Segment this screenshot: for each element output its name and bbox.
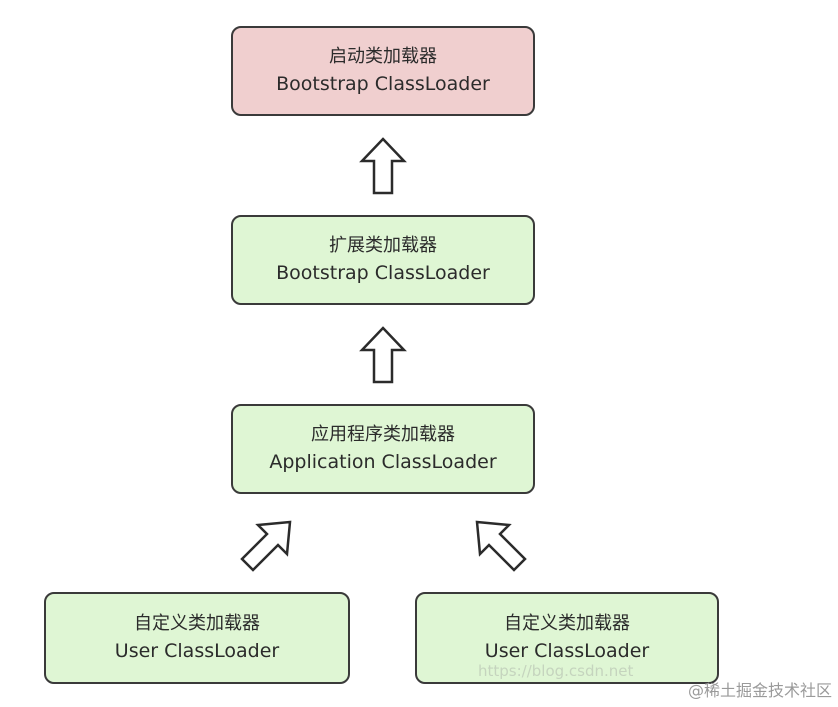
watermark-url: https://blog.csdn.net bbox=[478, 662, 634, 680]
node-title-en: Bootstrap ClassLoader bbox=[276, 73, 490, 95]
arrow-up-icon bbox=[359, 326, 407, 384]
user-classloader-node: 自定义类加载器 User ClassLoader bbox=[44, 592, 350, 684]
watermark-brand: @稀土掘金技术社区 bbox=[687, 681, 832, 700]
node-title-zh: 应用程序类加载器 bbox=[311, 424, 455, 445]
user-classloader-node: 自定义类加载器 User ClassLoader bbox=[415, 592, 719, 684]
node-title-en: Bootstrap ClassLoader bbox=[276, 262, 490, 284]
node-title-en: Application ClassLoader bbox=[269, 451, 497, 473]
node-title-zh: 扩展类加载器 bbox=[329, 235, 437, 256]
node-title-en: User ClassLoader bbox=[114, 640, 280, 662]
node-title-zh: 自定义类加载器 bbox=[134, 613, 260, 634]
bootstrap-classloader-node: 启动类加载器 Bootstrap ClassLoader bbox=[231, 26, 535, 116]
application-classloader-node: 应用程序类加载器 Application ClassLoader bbox=[231, 404, 535, 494]
node-title-en: User ClassLoader bbox=[484, 640, 650, 662]
node-title-zh: 自定义类加载器 bbox=[504, 613, 630, 634]
node-title-zh: 启动类加载器 bbox=[329, 46, 437, 67]
arrow-up-left-icon bbox=[475, 520, 527, 572]
arrow-up-icon bbox=[359, 137, 407, 195]
extension-classloader-node: 扩展类加载器 Bootstrap ClassLoader bbox=[231, 215, 535, 305]
arrow-up-right-icon bbox=[240, 520, 292, 572]
